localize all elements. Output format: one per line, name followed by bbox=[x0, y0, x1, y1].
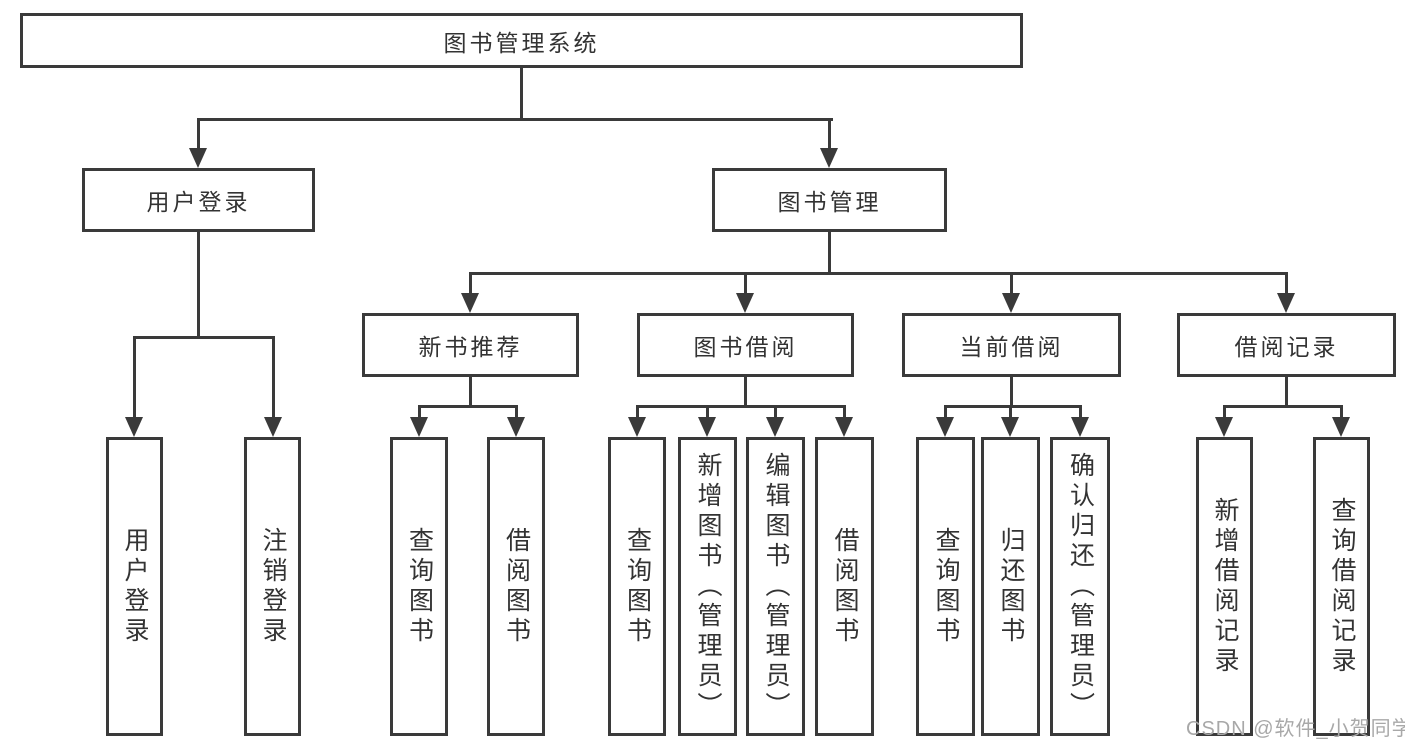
watermark: CSDN @软件_小贺同学 bbox=[1186, 718, 1405, 740]
connector-line bbox=[197, 118, 200, 150]
leaf-add-borrow-record-label: 新增借阅记录 bbox=[1211, 496, 1239, 677]
node-user-login-label: 用户登录 bbox=[146, 189, 251, 215]
leaf-user-login-label: 用户登录 bbox=[121, 526, 149, 647]
leaf-query-books-3: 查询图书 bbox=[916, 437, 975, 736]
connector-line bbox=[418, 405, 518, 408]
arrowhead-down-icon bbox=[1001, 417, 1019, 437]
leaf-add-book-admin-label: 新增图书（管理员） bbox=[694, 451, 722, 722]
connector-line bbox=[744, 272, 747, 296]
leaf-add-borrow-record: 新增借阅记录 bbox=[1196, 437, 1253, 736]
node-root: 图书管理系统 bbox=[20, 13, 1023, 68]
connector-line bbox=[828, 118, 831, 150]
arrowhead-down-icon bbox=[628, 417, 646, 437]
connector-line bbox=[133, 336, 275, 339]
arrowhead-down-icon bbox=[125, 417, 143, 437]
node-book-borrow-label: 图书借阅 bbox=[693, 334, 798, 360]
leaf-logout: 注销登录 bbox=[244, 437, 301, 736]
connector-line bbox=[636, 405, 639, 422]
connector-line bbox=[1223, 405, 1343, 408]
arrowhead-down-icon bbox=[410, 417, 428, 437]
connector-line bbox=[469, 272, 472, 296]
leaf-borrow-books-1: 借阅图书 bbox=[487, 437, 545, 736]
connector-line bbox=[515, 405, 518, 422]
connector-line bbox=[706, 405, 709, 422]
node-current-borrow-label: 当前借阅 bbox=[959, 334, 1064, 360]
connector-line bbox=[1009, 405, 1012, 422]
arrowhead-down-icon bbox=[1277, 293, 1295, 313]
connector-line bbox=[1223, 405, 1226, 422]
connector-line bbox=[636, 405, 846, 408]
connector-line bbox=[272, 336, 275, 422]
leaf-borrow-books-2-label: 借阅图书 bbox=[831, 526, 859, 647]
connector-line bbox=[469, 272, 1288, 275]
leaf-borrow-books-1-label: 借阅图书 bbox=[502, 526, 531, 647]
connector-line bbox=[1285, 377, 1288, 408]
connector-line bbox=[133, 336, 136, 422]
arrowhead-down-icon bbox=[1215, 417, 1233, 437]
node-borrow-records-label: 借阅记录 bbox=[1234, 334, 1339, 360]
leaf-confirm-return-admin-label: 确认归还（管理员） bbox=[1066, 451, 1095, 722]
leaf-query-books-2-label: 查询图书 bbox=[623, 526, 652, 647]
node-new-book-recommend-label: 新书推荐 bbox=[418, 334, 523, 360]
connector-line bbox=[469, 377, 472, 408]
connector-line bbox=[744, 377, 747, 408]
leaf-edit-book-admin: 编辑图书（管理员） bbox=[746, 437, 805, 736]
leaf-return-book: 归还图书 bbox=[981, 437, 1040, 736]
arrowhead-down-icon bbox=[264, 417, 282, 437]
node-current-borrow: 当前借阅 bbox=[902, 313, 1121, 377]
connector-line bbox=[774, 405, 777, 422]
leaf-query-books-3-label: 查询图书 bbox=[932, 526, 960, 647]
leaf-logout-label: 注销登录 bbox=[259, 526, 287, 647]
arrowhead-down-icon bbox=[461, 293, 479, 313]
connector-line bbox=[520, 68, 523, 121]
node-borrow-records: 借阅记录 bbox=[1177, 313, 1396, 377]
arrowhead-down-icon bbox=[1002, 293, 1020, 313]
node-root-label: 图书管理系统 bbox=[443, 29, 600, 56]
arrowhead-down-icon bbox=[189, 148, 207, 168]
arrowhead-down-icon bbox=[736, 293, 754, 313]
leaf-confirm-return-admin: 确认归还（管理员） bbox=[1050, 437, 1110, 736]
leaf-user-login: 用户登录 bbox=[106, 437, 163, 736]
arrowhead-down-icon bbox=[766, 417, 784, 437]
connector-line bbox=[197, 118, 833, 121]
node-user-login: 用户登录 bbox=[82, 168, 315, 232]
connector-line bbox=[418, 405, 421, 422]
connector-line bbox=[1010, 377, 1013, 408]
leaf-query-borrow-record: 查询借阅记录 bbox=[1313, 437, 1370, 736]
arrowhead-down-icon bbox=[820, 148, 838, 168]
arrowhead-down-icon bbox=[507, 417, 525, 437]
leaf-query-books-1-label: 查询图书 bbox=[405, 526, 434, 647]
arrowhead-down-icon bbox=[1071, 417, 1089, 437]
leaf-query-books-1: 查询图书 bbox=[390, 437, 448, 736]
arrowhead-down-icon bbox=[835, 417, 853, 437]
connector-line bbox=[944, 405, 947, 422]
connector-line bbox=[1079, 405, 1082, 422]
arrowhead-down-icon bbox=[698, 417, 716, 437]
arrowhead-down-icon bbox=[936, 417, 954, 437]
leaf-edit-book-admin-label: 编辑图书（管理员） bbox=[762, 451, 790, 722]
leaf-borrow-books-2: 借阅图书 bbox=[815, 437, 874, 736]
leaf-return-book-label: 归还图书 bbox=[997, 526, 1025, 647]
leaf-add-book-admin: 新增图书（管理员） bbox=[678, 437, 737, 736]
node-book-management: 图书管理 bbox=[712, 168, 947, 232]
connector-line bbox=[828, 232, 831, 275]
connector-line bbox=[1285, 272, 1288, 296]
node-book-management-label: 图书管理 bbox=[777, 189, 882, 215]
leaf-query-borrow-record-label: 查询借阅记录 bbox=[1328, 496, 1356, 677]
arrowhead-down-icon bbox=[1332, 417, 1350, 437]
node-book-borrow: 图书借阅 bbox=[637, 313, 854, 377]
connector-line bbox=[944, 405, 1082, 408]
connector-line bbox=[843, 405, 846, 422]
leaf-query-books-2: 查询图书 bbox=[608, 437, 666, 736]
connector-line bbox=[1010, 272, 1013, 296]
connector-line bbox=[1340, 405, 1343, 422]
node-new-book-recommend: 新书推荐 bbox=[362, 313, 579, 377]
connector-line bbox=[197, 232, 200, 339]
